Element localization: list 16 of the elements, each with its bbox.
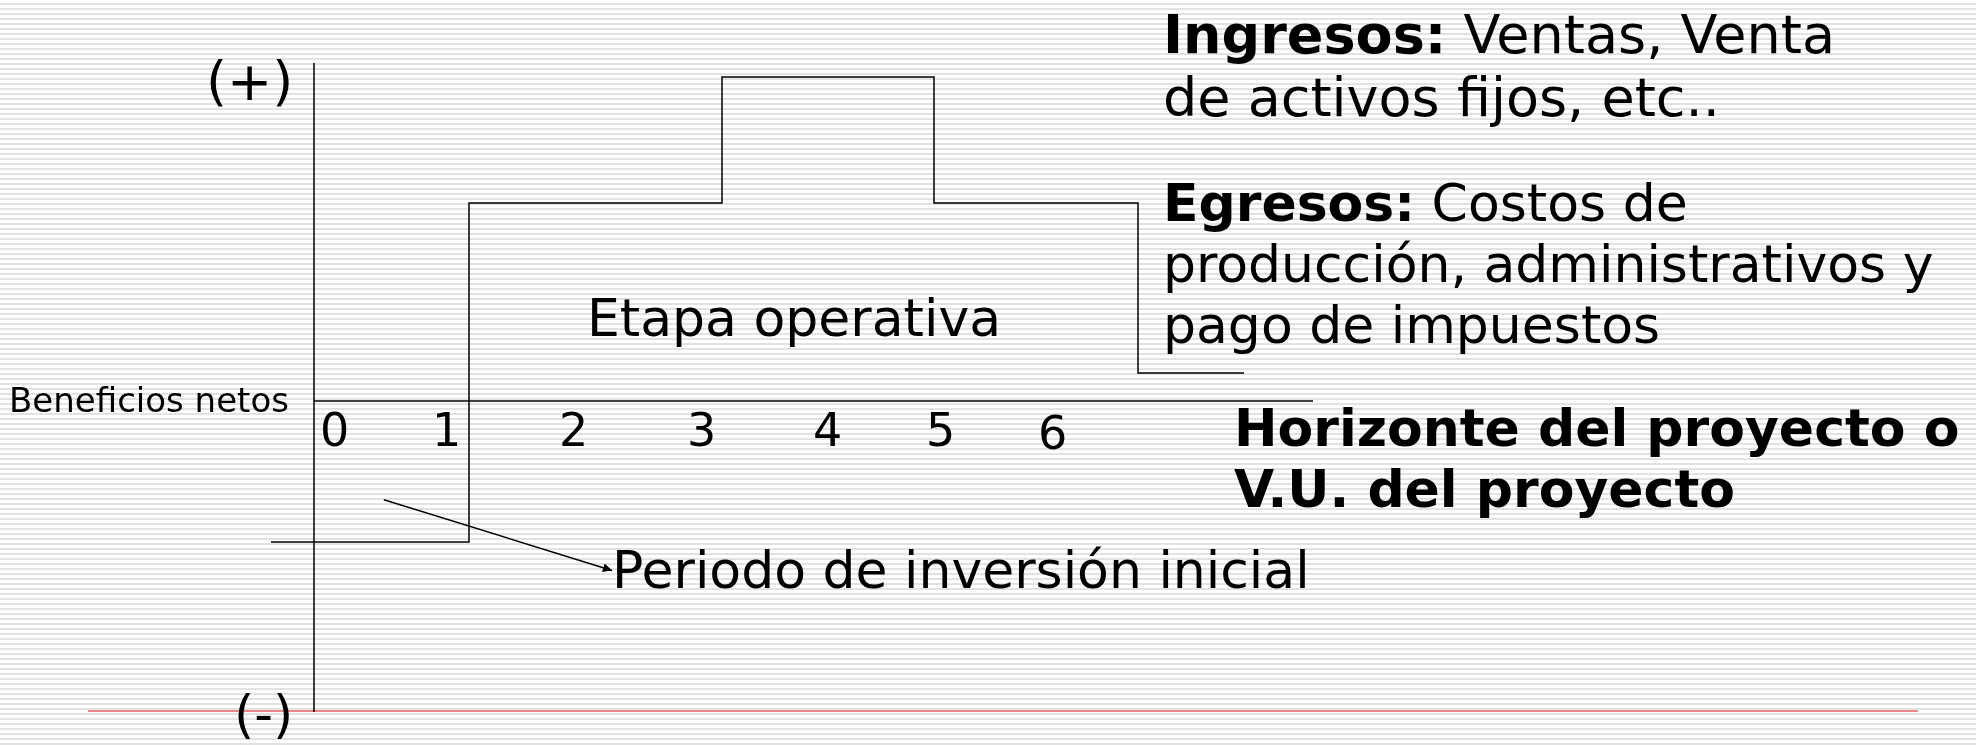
tick-label: 1 <box>432 404 462 458</box>
annotation-text: Egresos: Costos de producción, administrativos y pago de impuestos <box>1163 173 1935 356</box>
tick-label: 6 <box>1038 407 1068 461</box>
annotation-text: Etapa operativa <box>587 288 1002 349</box>
axis-label: Beneficios netos <box>9 381 289 421</box>
arrow <box>383 498 613 573</box>
annotation-text: Horizonte del proyecto o V.U. del proyecto <box>1234 398 1961 520</box>
tick-label: 4 <box>813 404 843 458</box>
tick-label: 5 <box>926 404 956 458</box>
tick-label: 0 <box>320 404 350 458</box>
axis-sign-label: (+) <box>206 50 294 114</box>
tick-label: 3 <box>687 404 717 458</box>
annotation-text: Ingresos: Ventas, Venta de activos fijos, etc.. <box>1163 3 1836 130</box>
callout-text: Periodo de inversión inicial <box>612 540 1310 601</box>
tick-label: 2 <box>559 404 589 458</box>
axis-sign-label: (-) <box>234 684 294 745</box>
